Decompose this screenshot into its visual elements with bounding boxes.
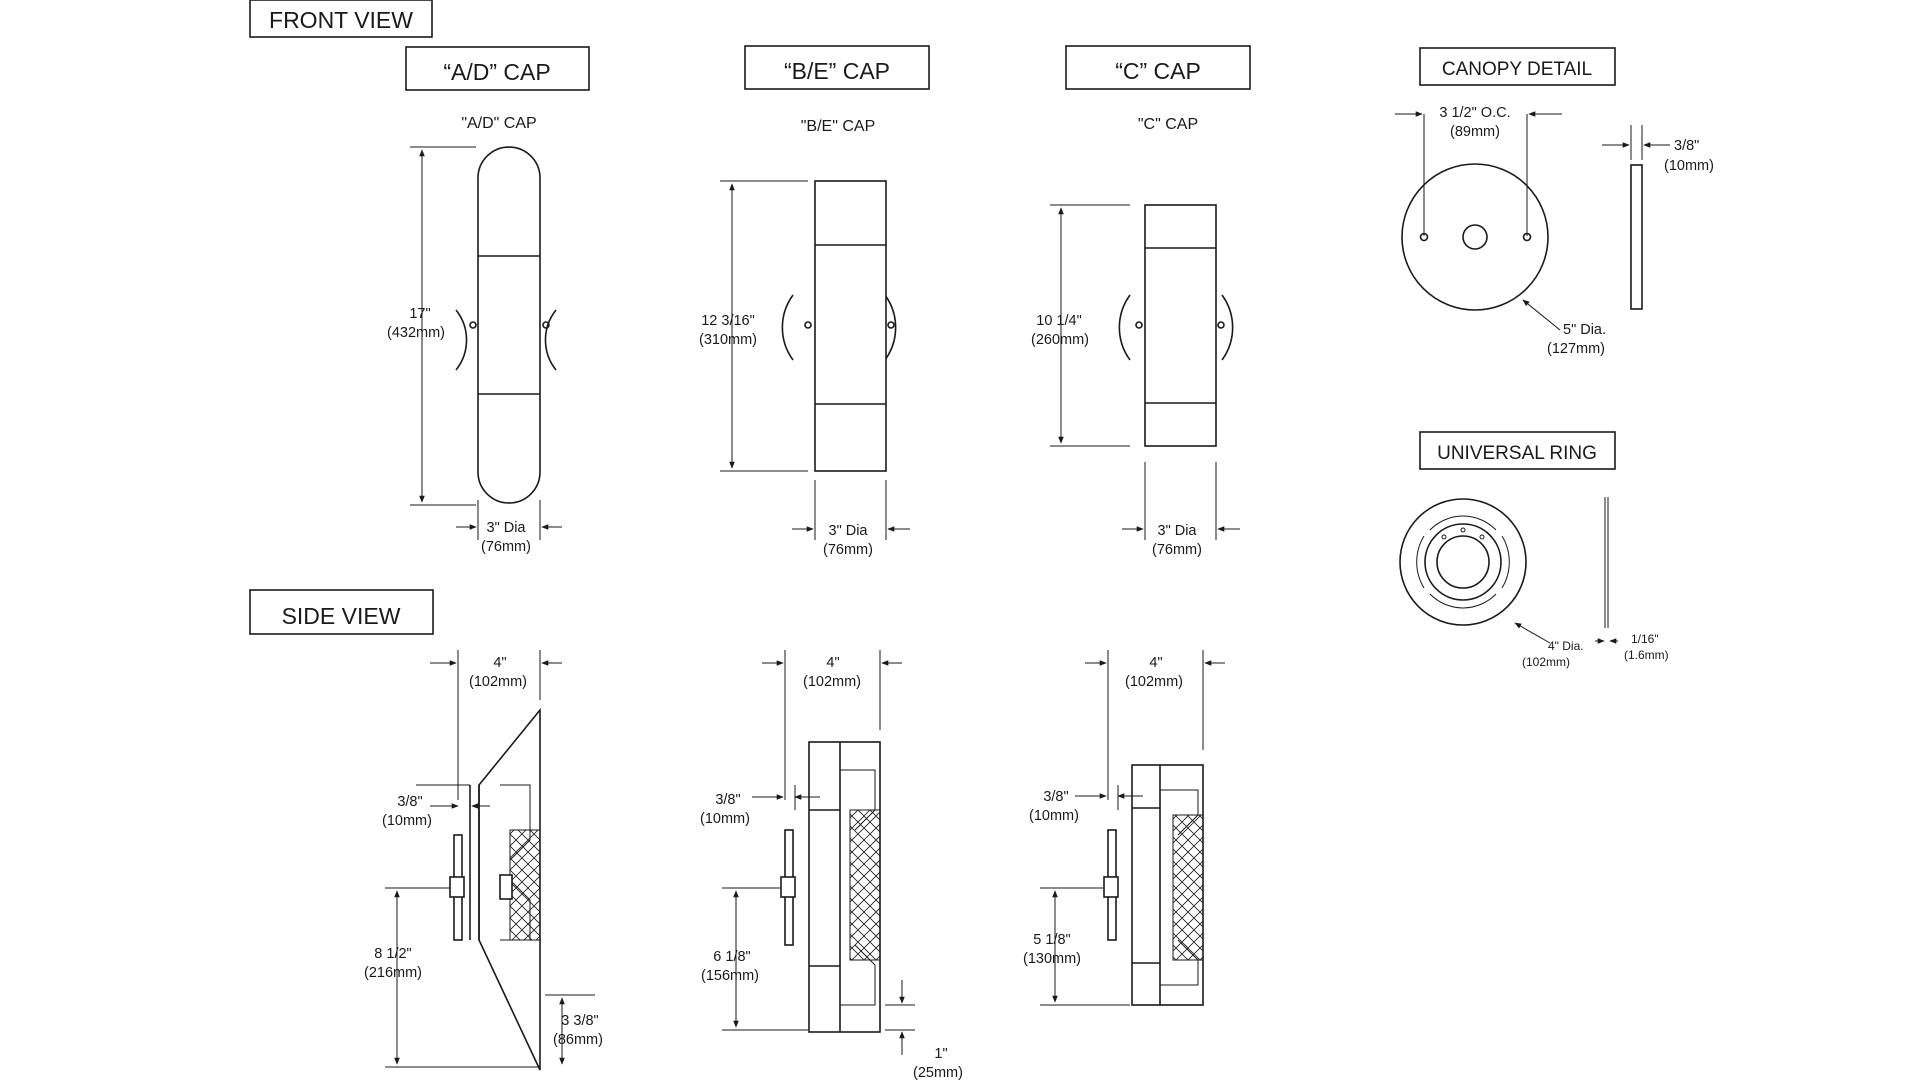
front-view-title: FRONT VIEW bbox=[269, 7, 413, 33]
side-view-title: SIDE VIEW bbox=[282, 603, 401, 629]
c-side-mount-mm: (130mm) bbox=[1023, 951, 1081, 967]
canopy-edge-profile bbox=[1630, 164, 1643, 310]
c-cap-side: 4" (102mm) 3/8" (10mm) 5 1/8" (130mm) bbox=[1023, 650, 1225, 1006]
c-height-mm: (260mm) bbox=[1031, 332, 1089, 348]
universal-ring: UNIVERSAL RING 4" Dia. (102mm) 1/16" (1.… bbox=[1399, 431, 1669, 669]
ad-cap-label: "A/D" CAP bbox=[461, 115, 536, 132]
ad-side-angle-mm: (86mm) bbox=[553, 1032, 603, 1048]
ad-cap-front: “A/D” CAP "A/D" CAP 17" (432mm) 3" Dia (… bbox=[387, 46, 590, 555]
front-view-section: FRONT VIEW bbox=[249, 0, 433, 38]
ring-title: UNIVERSAL RING bbox=[1437, 443, 1597, 464]
canopy-plate bbox=[1401, 163, 1549, 311]
side-view-section: SIDE VIEW bbox=[249, 589, 434, 635]
be-side-offset: 1" bbox=[934, 1046, 947, 1062]
ad-side-angle: 3 3/8" bbox=[561, 1013, 598, 1029]
c-cap-label: "C" CAP bbox=[1138, 116, 1198, 133]
c-cap-body bbox=[1144, 204, 1217, 447]
canopy-oc-mm: (89mm) bbox=[1450, 124, 1500, 140]
ad-cap-box-title: “A/D” CAP bbox=[443, 59, 550, 85]
c-dia-mm: (76mm) bbox=[1152, 542, 1202, 558]
be-dia-mm: (76mm) bbox=[823, 542, 873, 558]
be-side-mount: 6 1/8" bbox=[713, 949, 750, 965]
c-height: 10 1/4" bbox=[1036, 313, 1081, 329]
be-cap-front: “B/E” CAP "B/E" CAP 12 3/16" (310mm) 3" … bbox=[699, 45, 930, 558]
be-side-plate-mm: (10mm) bbox=[700, 811, 750, 827]
canopy-dia-mm: (127mm) bbox=[1547, 341, 1605, 357]
c-side-plate-mm: (10mm) bbox=[1029, 808, 1079, 824]
ad-side-mount: 8 1/2" bbox=[374, 946, 411, 962]
be-side-depth-mm: (102mm) bbox=[803, 674, 861, 690]
ring-thick-mm: (1.6mm) bbox=[1624, 648, 1669, 662]
be-cap-label: "B/E" CAP bbox=[801, 118, 876, 135]
ad-cap-side: 4" (102mm) 3/8" (10mm) 8 1/2" (216mm) 3 … bbox=[364, 650, 603, 1071]
c-dia: 3" Dia bbox=[1158, 523, 1198, 539]
ad-side-depth-mm: (102mm) bbox=[469, 674, 527, 690]
ad-height: 17" bbox=[409, 306, 430, 322]
canopy-oc: 3 1/2" O.C. bbox=[1439, 105, 1510, 121]
ring-plate bbox=[1399, 498, 1527, 626]
ad-side-plate: 3/8" bbox=[397, 794, 422, 810]
c-cap-box-title: “C” CAP bbox=[1115, 58, 1201, 84]
c-cap-front: “C” CAP "C" CAP 10 1/4" (260mm) 3" Dia (… bbox=[1031, 45, 1251, 558]
c-side-mount: 5 1/8" bbox=[1033, 932, 1070, 948]
be-side-mount-mm: (156mm) bbox=[701, 968, 759, 984]
be-height-mm: (310mm) bbox=[699, 332, 757, 348]
be-cap-box-title: “B/E” CAP bbox=[784, 58, 890, 84]
ad-side-mount-mm: (216mm) bbox=[364, 965, 422, 981]
ad-dia: 3" Dia bbox=[487, 520, 527, 536]
c-side-plate: 3/8" bbox=[1043, 789, 1068, 805]
ad-side-plate-mm: (10mm) bbox=[382, 813, 432, 829]
ad-height-mm: (432mm) bbox=[387, 325, 445, 341]
be-side-plate: 3/8" bbox=[715, 792, 740, 808]
canopy-title: CANOPY DETAIL bbox=[1442, 59, 1592, 80]
canopy-thick: 3/8" bbox=[1674, 138, 1699, 154]
be-dia: 3" Dia bbox=[829, 523, 869, 539]
be-side-offset-mm: (25mm) bbox=[913, 1065, 963, 1080]
ring-dia-mm: (102mm) bbox=[1522, 655, 1570, 669]
canopy-dia: 5" Dia. bbox=[1563, 322, 1606, 338]
be-cap-side: 4" (102mm) 3/8" (10mm) 6 1/8" (156mm) 1"… bbox=[700, 650, 963, 1080]
ad-side-depth: 4" bbox=[493, 655, 506, 671]
c-side-depth-mm: (102mm) bbox=[1125, 674, 1183, 690]
canopy-detail: CANOPY DETAIL 3 1/2" O.C. (89mm) 5" Dia.… bbox=[1395, 47, 1714, 357]
ad-dia-mm: (76mm) bbox=[481, 539, 531, 555]
canopy-thick-mm: (10mm) bbox=[1664, 158, 1714, 174]
ring-dia: 4" Dia. bbox=[1548, 639, 1584, 653]
ad-cap-body bbox=[477, 146, 541, 504]
ring-thick: 1/16" bbox=[1631, 632, 1659, 646]
be-cap-body bbox=[814, 180, 887, 472]
be-side-depth: 4" bbox=[826, 655, 839, 671]
c-side-depth: 4" bbox=[1149, 655, 1162, 671]
be-height: 12 3/16" bbox=[701, 313, 755, 329]
